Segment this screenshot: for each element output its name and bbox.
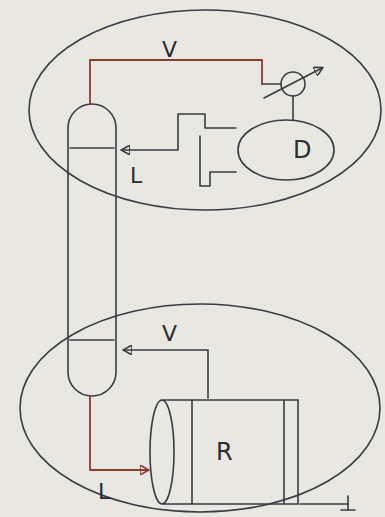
reboiler-node: R [148,398,300,506]
top-region [29,10,381,210]
node-label: D [293,138,311,162]
vapour-line [90,60,262,104]
heat-exchanger-symbol [281,72,305,96]
node-outline [236,118,336,182]
vapour-label: V [160,38,179,62]
boilup-label: V [160,322,179,346]
bottoms-label: L [96,480,112,504]
column [68,104,116,396]
reflux-label: L [128,164,144,188]
boilup-line [124,350,208,398]
bottom-region [20,304,380,512]
node-label: R [216,440,233,464]
condenser-node: D [236,118,336,182]
reflux-line [122,114,236,150]
bottoms-line [90,396,148,470]
